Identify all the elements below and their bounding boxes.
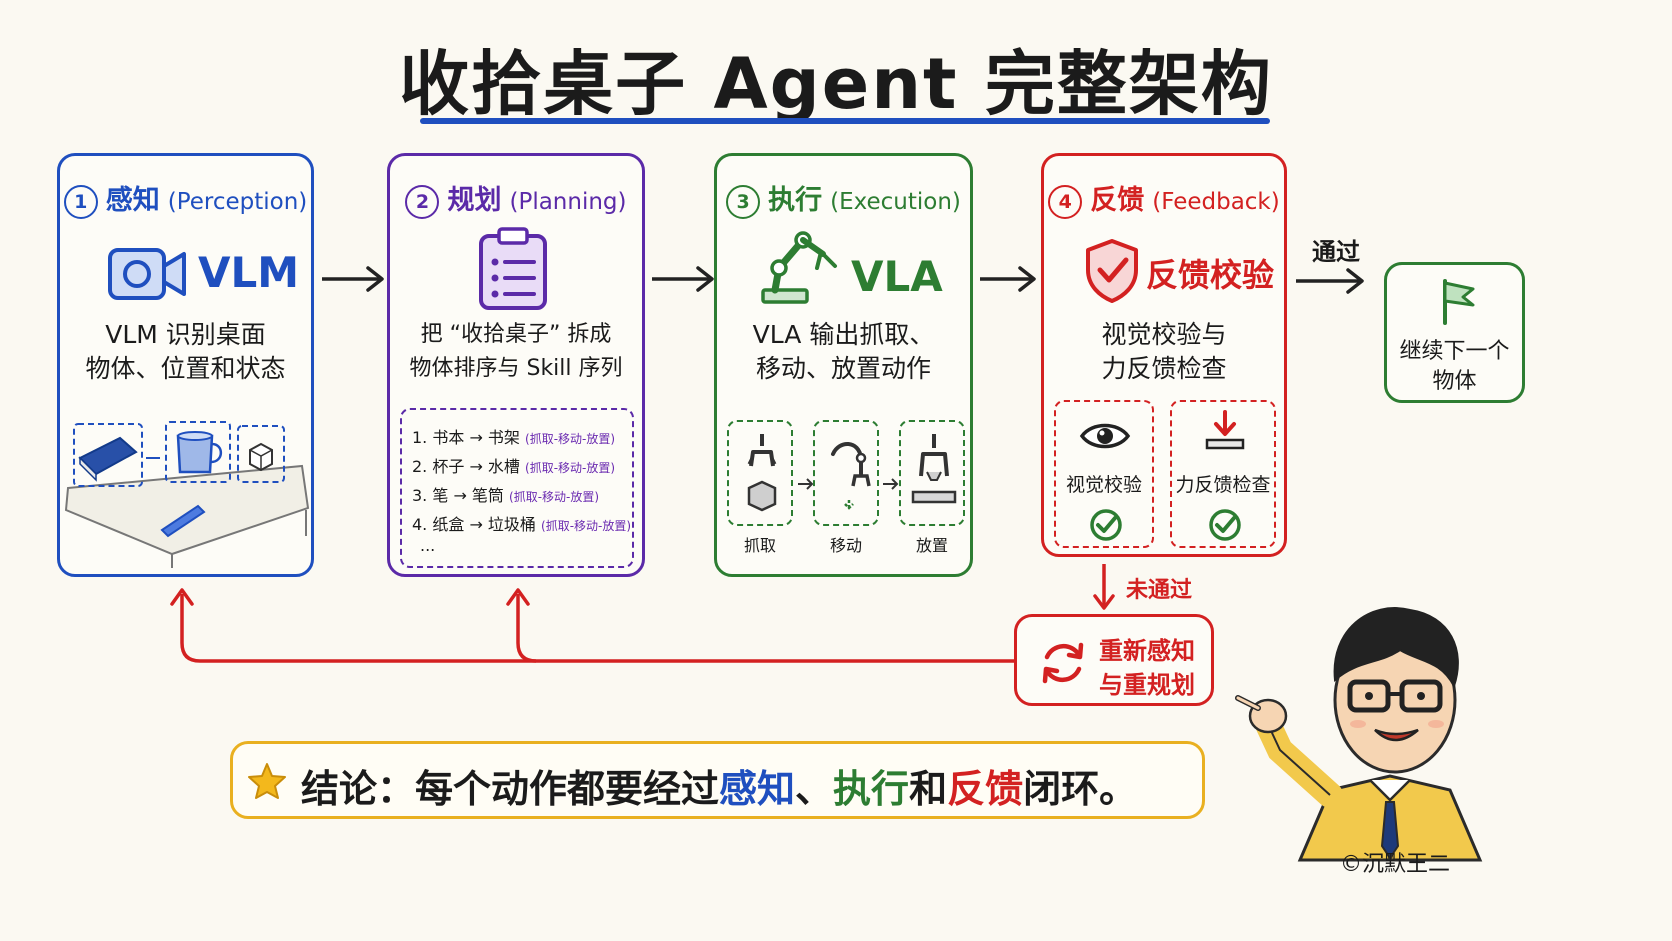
perception-step-number: 1 (63, 184, 98, 219)
list-ellipsis: ... (420, 536, 436, 555)
feedback-check-label: 反馈校验 (1146, 256, 1275, 294)
arrow-fail-down (1093, 564, 1115, 610)
gripper-place-icon (911, 434, 957, 504)
action-move-panel (813, 420, 879, 526)
arrow-planning-to-execution (652, 266, 714, 292)
arrow-pass-to-next (1296, 268, 1364, 294)
desk-scene (64, 421, 310, 568)
vla-label: VLA (851, 252, 943, 301)
refresh-icon (1042, 642, 1084, 684)
list-item: 4. 纸盒 → 垃圾桶 (抓取-移动-放置) (412, 515, 632, 534)
list-item: 2. 杯子 → 水槽 (抓取-移动-放置) (412, 457, 616, 476)
planning-step-number: 2 (405, 184, 440, 219)
list-item: 1. 书本 → 书架 (抓取-移动-放置) (412, 428, 616, 447)
eye-icon (1079, 423, 1131, 449)
camera-icon (108, 248, 186, 300)
action-label-grasp: 抓取 (743, 536, 776, 555)
conclusion-text: 结论：每个动作都要经过感知、执行和反馈闭环。 (301, 767, 1138, 811)
vlm-label: VLM (198, 248, 300, 297)
check-circle-icon (1209, 509, 1241, 541)
execution-desc-line-2: 移动、放置动作 (755, 354, 931, 383)
action-label-place: 放置 (915, 536, 948, 555)
next-object-box: 继续下一个 物体 (1384, 262, 1525, 403)
feedback-desc-line-2: 力反馈检查 (1101, 354, 1227, 383)
arrow-perception-to-planning (322, 266, 384, 292)
action-arrow-1 (798, 478, 814, 490)
arrow-execution-to-feedback (980, 266, 1036, 292)
replan-line-1: 重新感知 (1099, 637, 1195, 665)
skill-sequence-list: 1. 书本 → 书架 (抓取-移动-放置) 2. 杯子 → 水槽 (抓取-移动-… (400, 408, 634, 568)
action-arrow-2 (883, 478, 899, 490)
fail-label: 未通过 (1126, 578, 1193, 603)
feedback-step-number: 4 (1048, 184, 1083, 219)
visual-check-label: 视觉校验 (1065, 474, 1142, 496)
execution-step-number: 3 (726, 184, 761, 219)
replan-box: 重新感知 与重规划 (1014, 614, 1214, 706)
title-underline (420, 118, 1270, 124)
pass-label: 通过 (1312, 238, 1360, 266)
next-object-line-1: 继续下一个 (1399, 339, 1510, 364)
perception-desc-line-1: VLM 识别桌面 (105, 320, 266, 349)
robot-arm-move-icon (831, 442, 871, 510)
flag-icon (1443, 279, 1475, 325)
clipboard-icon (479, 227, 547, 310)
replan-line-2: 与重规划 (1099, 671, 1195, 699)
robot-arm-icon (761, 231, 837, 304)
shield-check-icon (1086, 239, 1138, 303)
force-check-label: 力反馈检查 (1175, 474, 1271, 496)
planning-desc-line-1: 把 “收拾桌子” 拆成 (420, 322, 612, 347)
list-item: 3. 笔 → 笔筒 (抓取-移动-放置) (412, 486, 600, 505)
action-label-move: 移动 (829, 536, 862, 555)
visual-check-panel: 视觉校验 (1054, 400, 1154, 548)
execution-desc-line-1: VLA 输出抓取、 (752, 320, 935, 349)
action-place-panel (899, 420, 965, 526)
credit-text: ©沉默王二 (1340, 852, 1451, 877)
force-check-panel: 力反馈检查 (1170, 400, 1276, 548)
next-object-line-2: 物体 (1432, 369, 1477, 394)
check-circle-icon (1090, 509, 1122, 541)
page-title: 收拾桌子 Agent 完整架构 (399, 43, 1273, 125)
star-icon (248, 763, 286, 799)
planning-desc-line-2: 物体排序与 Skill 序列 (409, 356, 623, 381)
perception-desc-line-2: 物体、位置和状态 (85, 354, 286, 383)
action-grasp-panel (727, 420, 793, 526)
gripper-icon (747, 434, 777, 512)
force-down-icon (1205, 410, 1245, 450)
conclusion-banner: 结论：每个动作都要经过感知、执行和反馈闭环。 (230, 741, 1205, 819)
presenter-character (1235, 607, 1483, 862)
feedback-desc-line-1: 视觉校验与 (1101, 320, 1227, 349)
